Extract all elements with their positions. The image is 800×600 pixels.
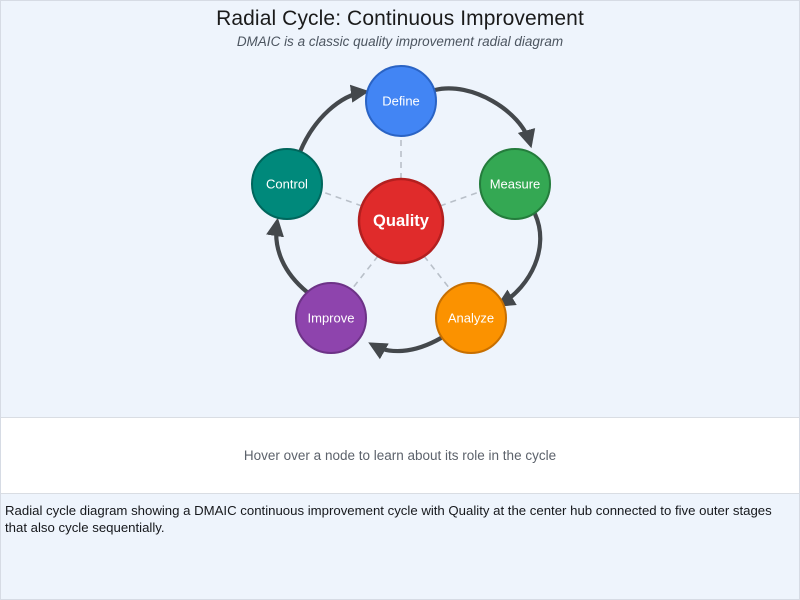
arrow-improve-control [266,217,310,295]
radial-diagram-svg: Define Measure Analyze Improve Control Q [251,65,551,360]
node-measure[interactable]: Measure [479,148,551,220]
arrow-define-measure [432,86,536,149]
spoke-quality-improve [351,255,379,290]
arrow-control-define [297,84,370,155]
arrow-analyze-improve [368,335,444,360]
hint-strip: Hover over a node to learn about its rol… [1,417,799,494]
arrow-measure-analyze [496,211,543,307]
caption-area: Radial cycle diagram showing a DMAIC con… [1,494,799,599]
node-improve-circle[interactable] [295,282,367,354]
caption-text: Radial cycle diagram showing a DMAIC con… [5,503,772,535]
spoke-quality-measure [439,190,483,207]
page-subtitle: DMAIC is a classic quality improvement r… [236,34,564,49]
node-quality-circle[interactable] [357,177,445,265]
node-define-circle[interactable] [365,65,437,137]
node-control-circle[interactable] [251,148,323,220]
cycle-arrow-group [266,84,543,360]
diagram-panel: Radial Cycle: Continuous Improvement DMA… [1,1,799,417]
node-analyze[interactable]: Analyze [435,282,507,354]
page-title: Radial Cycle: Continuous Improvement [216,7,584,30]
node-control[interactable]: Control [251,148,323,220]
spoke-quality-control [319,190,363,207]
node-measure-circle[interactable] [479,148,551,220]
spoke-group [319,136,483,290]
node-analyze-circle[interactable] [435,282,507,354]
node-define[interactable]: Define [365,65,437,137]
spoke-quality-analyze [423,255,451,290]
hover-hint-text: Hover over a node to learn about its rol… [243,448,557,463]
node-quality-hub[interactable]: Quality [357,177,445,265]
node-improve[interactable]: Improve [295,282,367,354]
